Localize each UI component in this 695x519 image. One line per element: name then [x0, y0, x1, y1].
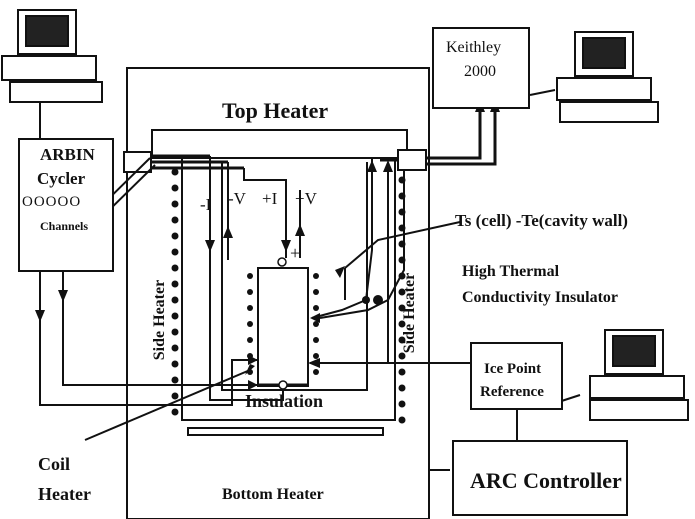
- bottom-heater-label: Bottom Heater: [222, 486, 324, 503]
- heater-label: Heater: [38, 484, 91, 504]
- right-connector: [397, 149, 427, 171]
- computer-top-right: [556, 31, 659, 123]
- left-side-heater-dots: [171, 168, 179, 416]
- bottom-heater-plate: [187, 427, 384, 436]
- keithley-box: [432, 27, 530, 109]
- outer-chamber: [126, 67, 430, 519]
- top-heater-label: Top Heater: [222, 98, 329, 123]
- high-thermal-label: High Thermal: [462, 263, 560, 280]
- channels-label: Channels: [40, 219, 89, 233]
- cycler-label: Cycler: [37, 169, 86, 188]
- ts-te-label: Ts (cell) -Te(cavity wall): [455, 211, 628, 230]
- insulation-label: Insulation: [245, 391, 324, 411]
- inner-cavity: [181, 158, 396, 421]
- plus-terminal-sign: +: [290, 243, 301, 263]
- battery-cell: [257, 267, 309, 387]
- side-heater-left-label: Side Heater: [151, 279, 168, 361]
- plus-v-label: +V: [295, 189, 317, 208]
- top-heater-plate: [151, 129, 408, 159]
- insulation-box: [221, 162, 368, 391]
- minus-i-label: -I: [200, 195, 212, 214]
- coil-heater-dots: [247, 257, 383, 390]
- arc-controller-label: ARC Controller: [470, 468, 622, 493]
- reference-label: Reference: [480, 384, 544, 400]
- coil-label: Coil: [38, 454, 71, 474]
- keithley-label: Keithley: [446, 39, 502, 56]
- minus-v-label: -V: [228, 189, 246, 208]
- plus-i-label: +I: [262, 189, 278, 208]
- arc-controller-box: [452, 440, 628, 516]
- side-heater-right-label: Side Heater: [401, 272, 418, 354]
- keithley-model-label: 2000: [464, 63, 496, 80]
- computer-bottom-right: [589, 329, 689, 421]
- arbin-cycler-box: [18, 138, 114, 272]
- ice-point-reference-box: [470, 342, 563, 410]
- computer-top-left: [1, 9, 103, 103]
- right-side-heater-dots: [398, 176, 406, 424]
- channel-circles: OOOOO: [22, 194, 82, 210]
- arbin-label: ARBIN: [40, 145, 95, 164]
- ice-point-label: Ice Point: [484, 361, 542, 377]
- conductivity-insulator-label: Conductivity Insulator: [462, 289, 619, 306]
